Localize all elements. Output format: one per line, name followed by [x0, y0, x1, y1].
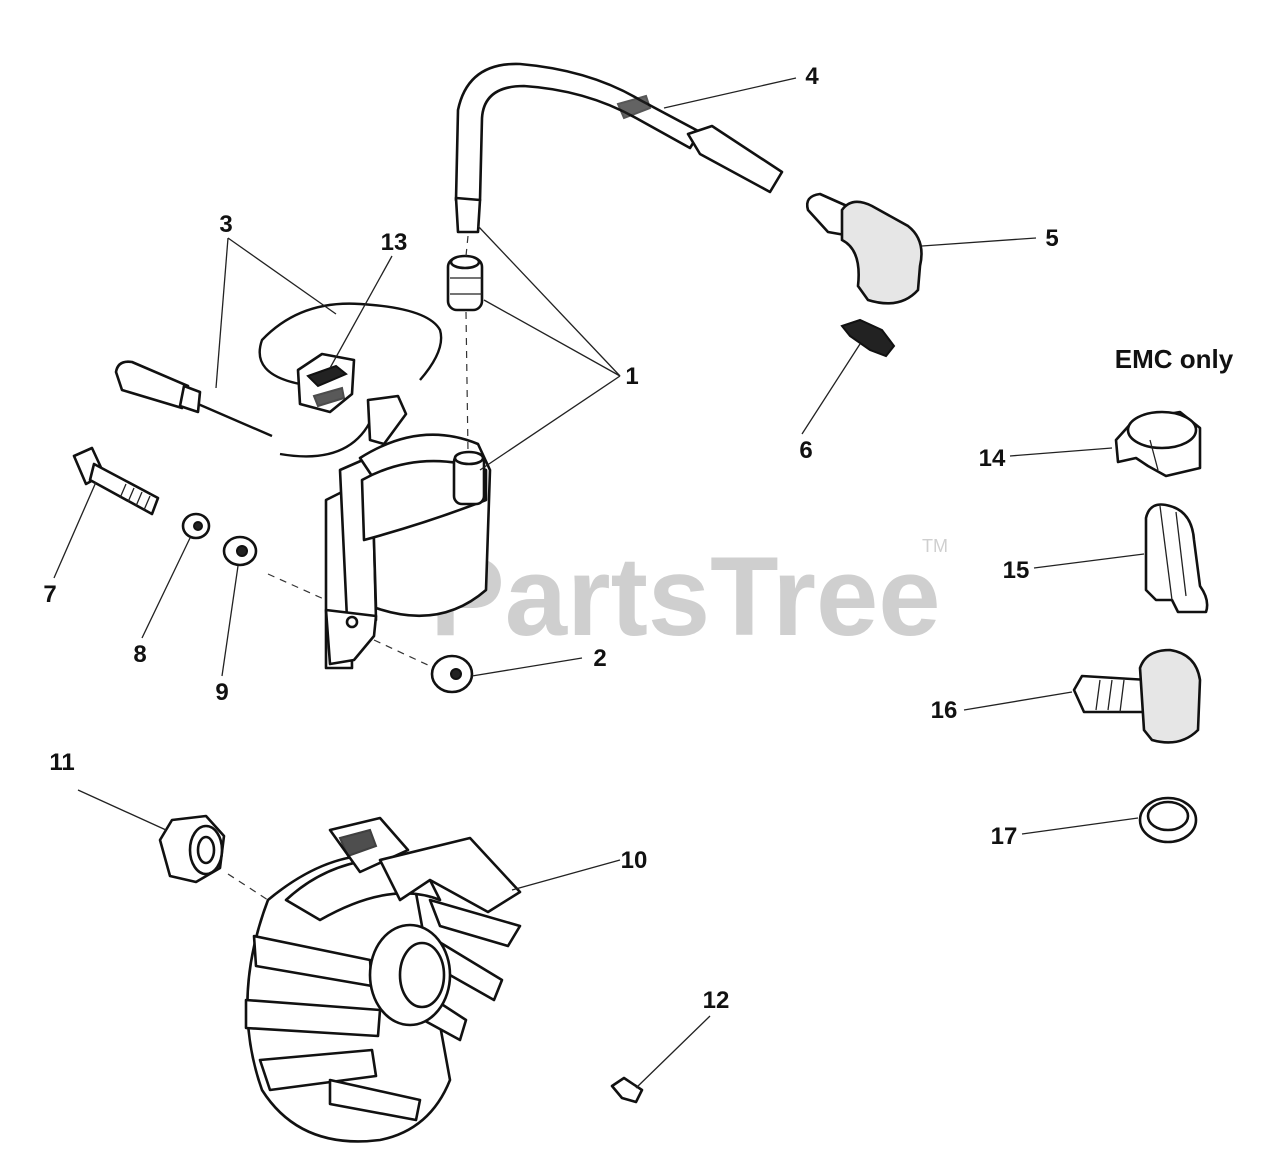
watermark-trademark: TM: [922, 536, 948, 556]
callout-10: 10: [621, 847, 648, 874]
callout-12: 12: [703, 987, 730, 1014]
callout-6: 6: [799, 437, 812, 464]
leader-lines: [53, 77, 1145, 1089]
callout-4: 4: [805, 63, 819, 90]
part-13-connector-drawing: [296, 352, 356, 414]
callout-11: 11: [49, 749, 74, 776]
emc-only-note: EMC only: [1115, 344, 1234, 374]
part-7-bolt-drawing: [72, 446, 160, 516]
callout-13: 13: [381, 229, 408, 256]
part-12-key-drawing: [610, 1076, 644, 1104]
callout-7: 7: [43, 581, 56, 608]
callout-3: 3: [219, 211, 232, 238]
part-6-spring-drawing: [840, 318, 896, 358]
part-17-ring-drawing: [1138, 796, 1198, 844]
callout-8: 8: [133, 641, 146, 668]
callout-5: 5: [1045, 225, 1058, 252]
callout-15: 15: [1003, 557, 1030, 584]
part-4-lead-drawing: [454, 62, 784, 234]
part-11-nut-drawing: [158, 814, 226, 884]
assembly-lines: [227, 235, 469, 901]
part-5-plug-cap-drawing: [805, 192, 923, 305]
part-16-resistor-cap-drawing: [1072, 648, 1202, 744]
callout-2: 2: [593, 645, 606, 672]
callout-16: 16: [931, 697, 958, 724]
part-10-flywheel-drawing: [244, 816, 522, 1143]
part-2-ignition-coil-drawing: [324, 433, 492, 670]
part-14-emc-cap-drawing: [1114, 410, 1202, 478]
part-15-boot-drawing: [1144, 503, 1209, 614]
part-1-grommet-drawing: [446, 254, 484, 312]
callout-14: 14: [979, 445, 1006, 472]
callout-1: 1: [625, 363, 638, 390]
part-3-wire-drawing: [114, 302, 443, 458]
callout-9: 9: [215, 679, 228, 706]
watermark-brand: PartsTree: [430, 534, 941, 659]
callout-17: 17: [991, 823, 1018, 850]
